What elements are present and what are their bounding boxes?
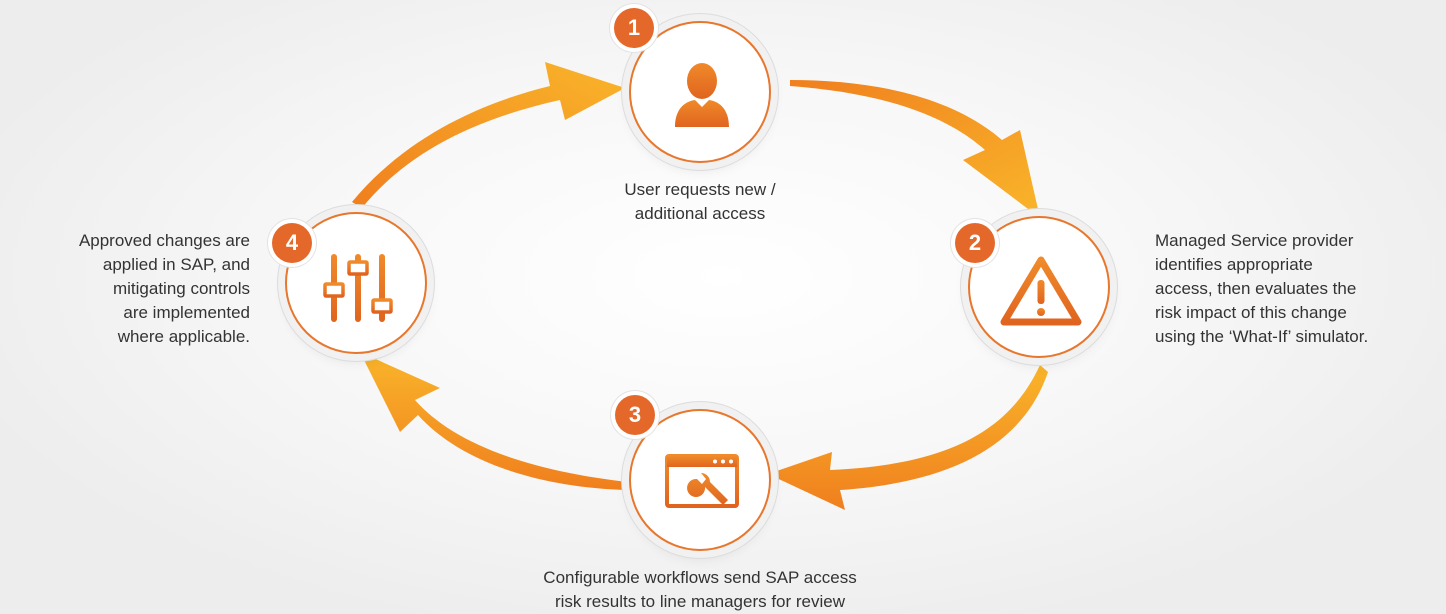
arrow-step3-to-step4: [360, 352, 628, 490]
caption-line: risk results to line managers for review: [554, 592, 846, 611]
caption-line: User requests new /: [624, 180, 776, 199]
sliders-icon: [323, 254, 393, 322]
step-2-badge: 2: [955, 223, 995, 263]
caption-line: using the ‘What-If’ simulator.: [1155, 327, 1369, 346]
caption-line: additional access: [634, 204, 766, 223]
caption-line: mitigating controls: [112, 279, 250, 298]
step-4-caption: Approved changes are applied in SAP, and…: [10, 229, 250, 349]
step-1-caption: User requests new / additional access: [570, 178, 830, 226]
step-3-circle: [629, 409, 771, 551]
caption-line: applied in SAP, and: [102, 255, 250, 274]
warning-icon: [1000, 256, 1082, 326]
step-1-circle: [629, 21, 771, 163]
step-4-badge: 4: [272, 223, 312, 263]
step-3-caption: Configurable workflows send SAP access r…: [480, 566, 920, 614]
step-1-badge: 1: [614, 8, 654, 48]
caption-line: Configurable workflows send SAP access: [543, 568, 857, 587]
configuration-window-icon: [665, 454, 739, 508]
caption-line: are implemented: [123, 303, 250, 322]
arrow-step4-to-step1: [352, 62, 625, 208]
caption-line: Approved changes are: [78, 231, 250, 250]
step-2-caption: Managed Service provider identifies appr…: [1155, 229, 1435, 349]
caption-line: risk impact of this change: [1155, 303, 1347, 322]
arrow-step2-to-step3: [768, 365, 1048, 510]
caption-line: Managed Service provider: [1155, 231, 1354, 250]
user-icon: [675, 63, 729, 127]
arrow-step1-to-step2: [790, 80, 1040, 218]
caption-line: identifies appropriate: [1155, 255, 1313, 274]
caption-line: where applicable.: [117, 327, 250, 346]
step-3-badge: 3: [615, 395, 655, 435]
caption-line: access, then evaluates the: [1155, 279, 1357, 298]
